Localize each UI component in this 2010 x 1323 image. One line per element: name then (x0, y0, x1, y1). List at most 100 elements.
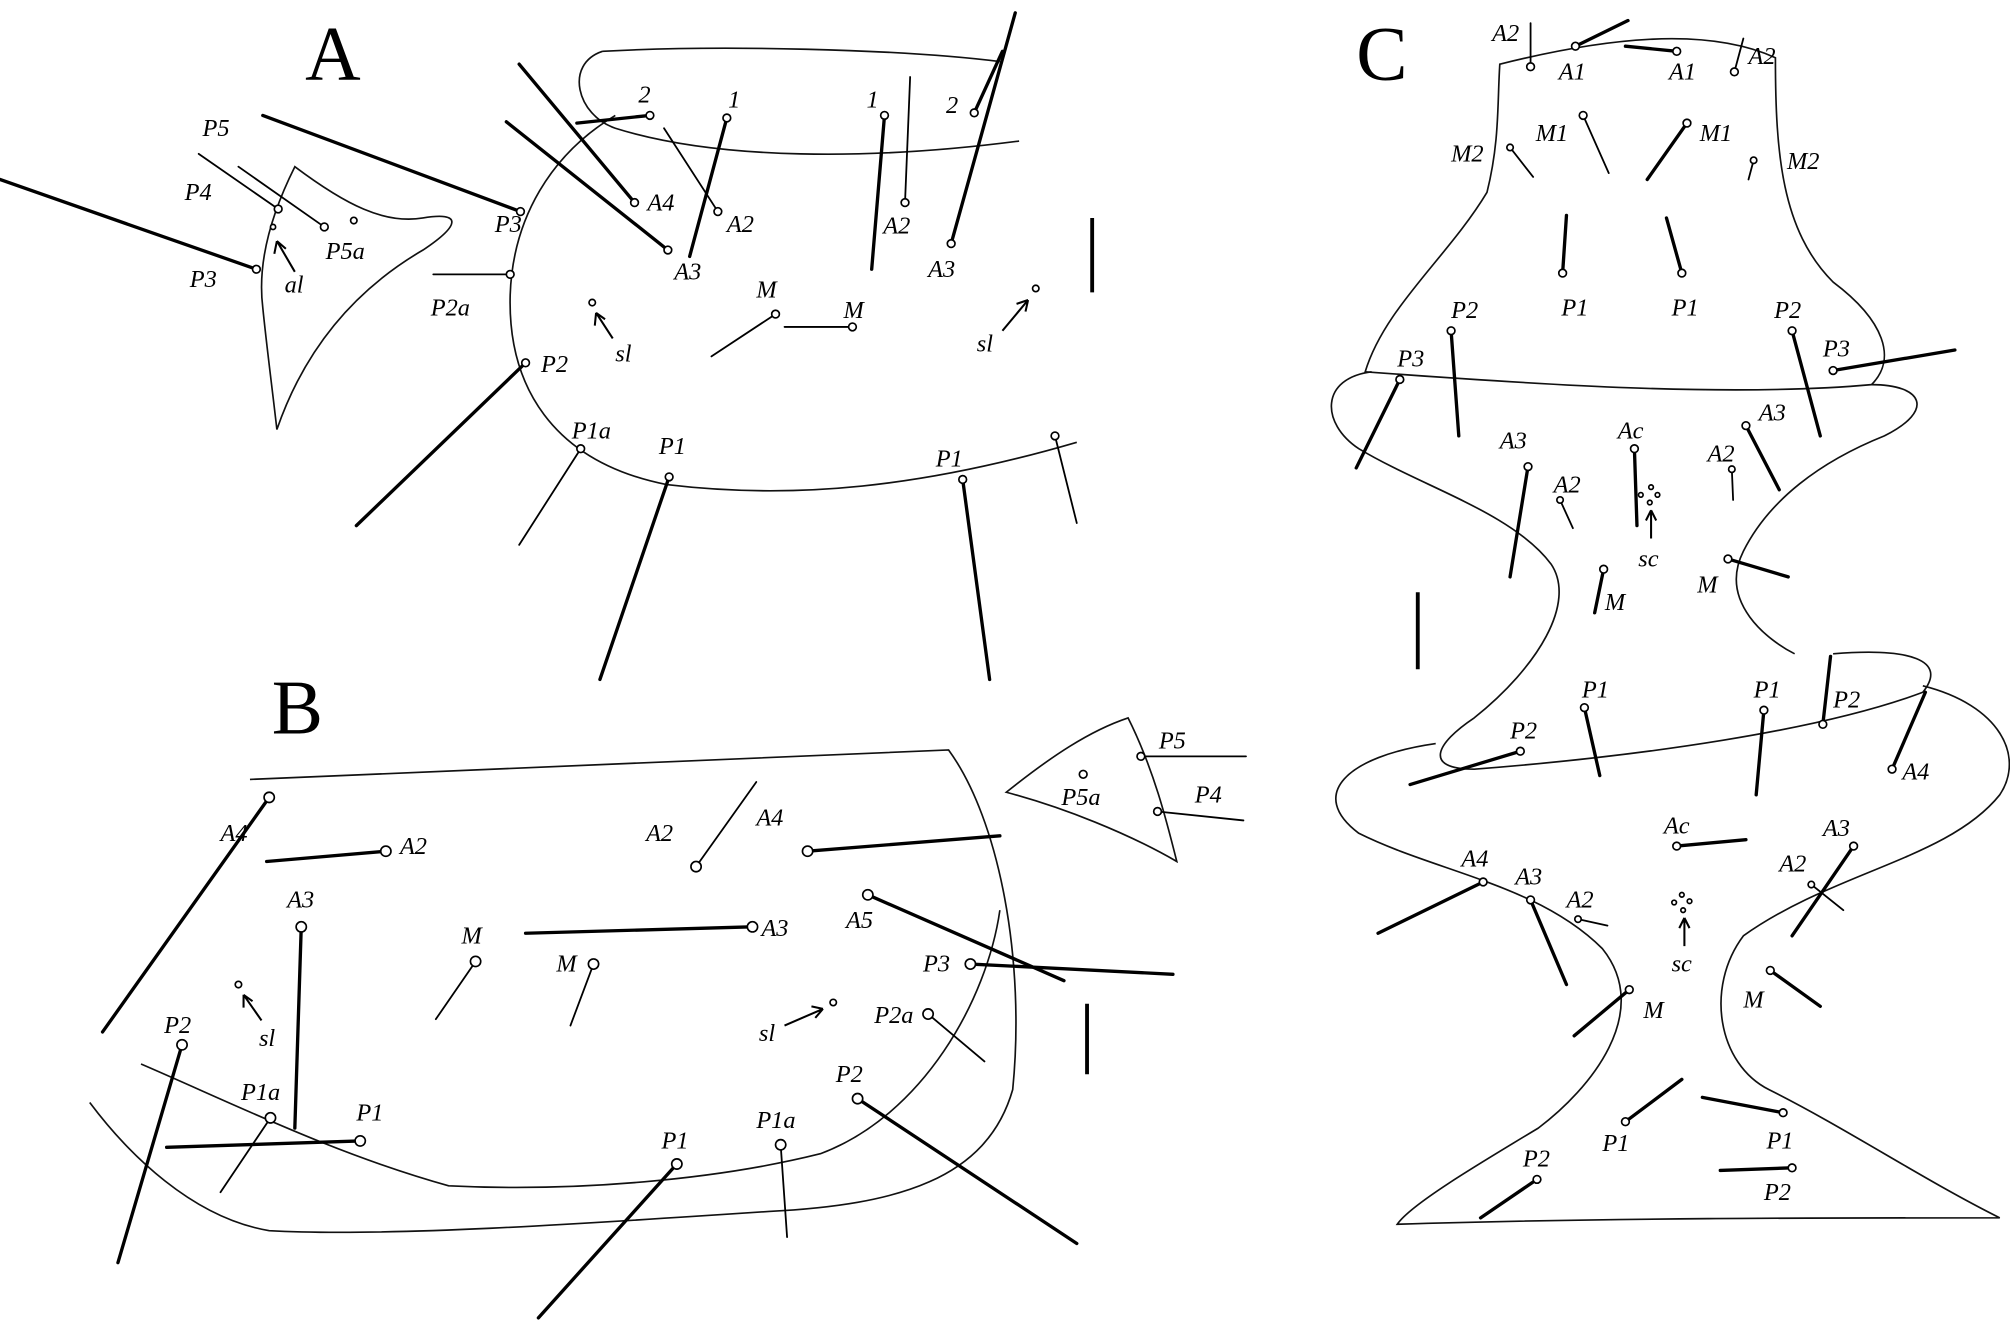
seta-label: al (285, 271, 304, 298)
seta-label: P1 (1671, 294, 1699, 321)
seta-label: M2 (1786, 148, 1819, 175)
panel-a-title: A (305, 11, 361, 97)
seta-label: A3 (926, 256, 955, 283)
seta-label: M (755, 276, 778, 303)
seta-label: A2 (881, 212, 910, 239)
seta-label: P5 (202, 115, 230, 142)
seta-label: M1 (1699, 120, 1732, 147)
seta-label: A3 (672, 258, 701, 285)
seta-label: A2 (1490, 20, 1519, 47)
seta-label: M (555, 951, 578, 978)
seta-label: A3 (1513, 864, 1542, 891)
seta-label: sc (1638, 546, 1658, 573)
panel-b: B (89, 664, 1247, 1320)
seta-label: P1 (1753, 676, 1781, 703)
seta-label: sl (977, 330, 993, 357)
panel-b-setae (100, 751, 1247, 1320)
seta-label: P3 (494, 211, 522, 238)
seta-label: M2 (1450, 141, 1483, 168)
seta-label: A3 (759, 915, 788, 942)
panel-b-inner-fold (140, 910, 1001, 1189)
panel-b-tergite-outline (89, 749, 1017, 1234)
seta-label: M (1604, 589, 1627, 616)
seta-label: P2 (1763, 1179, 1791, 1206)
seta-label: A2 (1564, 887, 1593, 914)
seta-label: P1 (1560, 294, 1588, 321)
seta-label: M (1742, 987, 1765, 1014)
seta-label: P5 (1158, 728, 1186, 755)
panel-c-head-outline (1364, 37, 1886, 391)
seta-label: A2 (1777, 851, 1806, 878)
seta-label: P2 (1832, 687, 1860, 714)
panel-c-thorax-outline (1330, 370, 1932, 771)
seta-label: P2 (835, 1061, 863, 1088)
seta-label: P1a (571, 417, 611, 444)
seta-label: P1a (240, 1079, 280, 1106)
seta-label: P3 (1822, 335, 1850, 362)
seta-label: A3 (1498, 428, 1527, 455)
seta-label: sl (259, 1025, 275, 1052)
panel-a-tergite-outline (509, 114, 1078, 492)
seta-label: P1 (660, 1128, 688, 1155)
seta-label: M (1696, 571, 1719, 598)
seta-label: A1 (1667, 59, 1696, 86)
seta-label: M1 (1535, 120, 1568, 147)
panel-c-setae (1354, 18, 1957, 1220)
seta-label: A3 (1821, 815, 1850, 842)
panel-b-title: B (272, 664, 323, 750)
seta-label: 1 (728, 87, 740, 114)
seta-label: P2 (1773, 297, 1801, 324)
seta-label: P4 (1194, 782, 1222, 809)
seta-label: M (1642, 997, 1665, 1024)
seta-label: P1 (935, 446, 963, 473)
seta-label: P3 (922, 951, 950, 978)
seta-label: M (460, 923, 483, 950)
seta-label: A2 (1552, 471, 1581, 498)
seta-label: sl (615, 341, 631, 368)
panel-c-abdomen-outline (1335, 685, 2010, 1226)
seta-label: P1 (1581, 676, 1609, 703)
seta-label: A3 (1757, 400, 1786, 427)
seta-label: P1 (355, 1099, 383, 1126)
panel-b-side-plate (1004, 716, 1179, 864)
seta-label: P3 (1396, 346, 1424, 373)
seta-label: A4 (1459, 846, 1488, 873)
seta-label: P2 (163, 1012, 191, 1039)
seta-label: 2 (946, 92, 958, 119)
seta-label: M (842, 297, 865, 324)
seta-label: P1 (1601, 1130, 1629, 1157)
panel-b-labels: P5 P5a P4 A4 A2 A2 A4 A3 M A3 A5 M P3 P2… (163, 728, 1222, 1155)
seta-label: 1 (867, 87, 879, 114)
seta-label: A4 (645, 189, 674, 216)
seta-label: A4 (218, 820, 247, 847)
seta-label: P5a (325, 238, 365, 265)
seta-label: A2 (644, 820, 673, 847)
panel-a-anterior-fold (578, 47, 1020, 156)
panel-c: C (1330, 11, 2010, 1226)
seta-label: A5 (844, 907, 873, 934)
seta-label: A3 (285, 887, 314, 914)
panel-c-title: C (1356, 11, 1407, 97)
seta-label: A2 (1746, 43, 1775, 70)
panel-a-side-plate (260, 165, 453, 430)
seta-label: A4 (754, 805, 783, 832)
seta-label: A2 (725, 211, 754, 238)
seta-label: P2 (1522, 1146, 1550, 1173)
panel-c-labels: A2 A1 A1 A2 M1 M1 M2 M2 P1 P1 P2 P2 P3 P… (1396, 20, 1929, 1206)
seta-label: Ac (1662, 812, 1690, 839)
panel-a-setae (0, 11, 1078, 682)
seta-label: 2 (638, 82, 650, 109)
seta-label: A1 (1557, 59, 1586, 86)
seta-label: P2 (1450, 297, 1478, 324)
seta-label: P2 (1509, 717, 1537, 744)
seta-label: A4 (1900, 758, 1929, 785)
seta-label: A2 (1705, 441, 1734, 468)
seta-label: P5a (1060, 784, 1100, 811)
panel-a: A (0, 11, 1095, 682)
seta-label: A2 (398, 833, 427, 860)
seta-label: P2 (540, 351, 568, 378)
seta-label: P1a (755, 1107, 795, 1134)
panel-a-labels: 2 1 1 2 P5 P4 A4 A2 A2 P3 P5a al P3 A3 A… (184, 82, 994, 473)
seta-label: P1 (1765, 1128, 1793, 1155)
